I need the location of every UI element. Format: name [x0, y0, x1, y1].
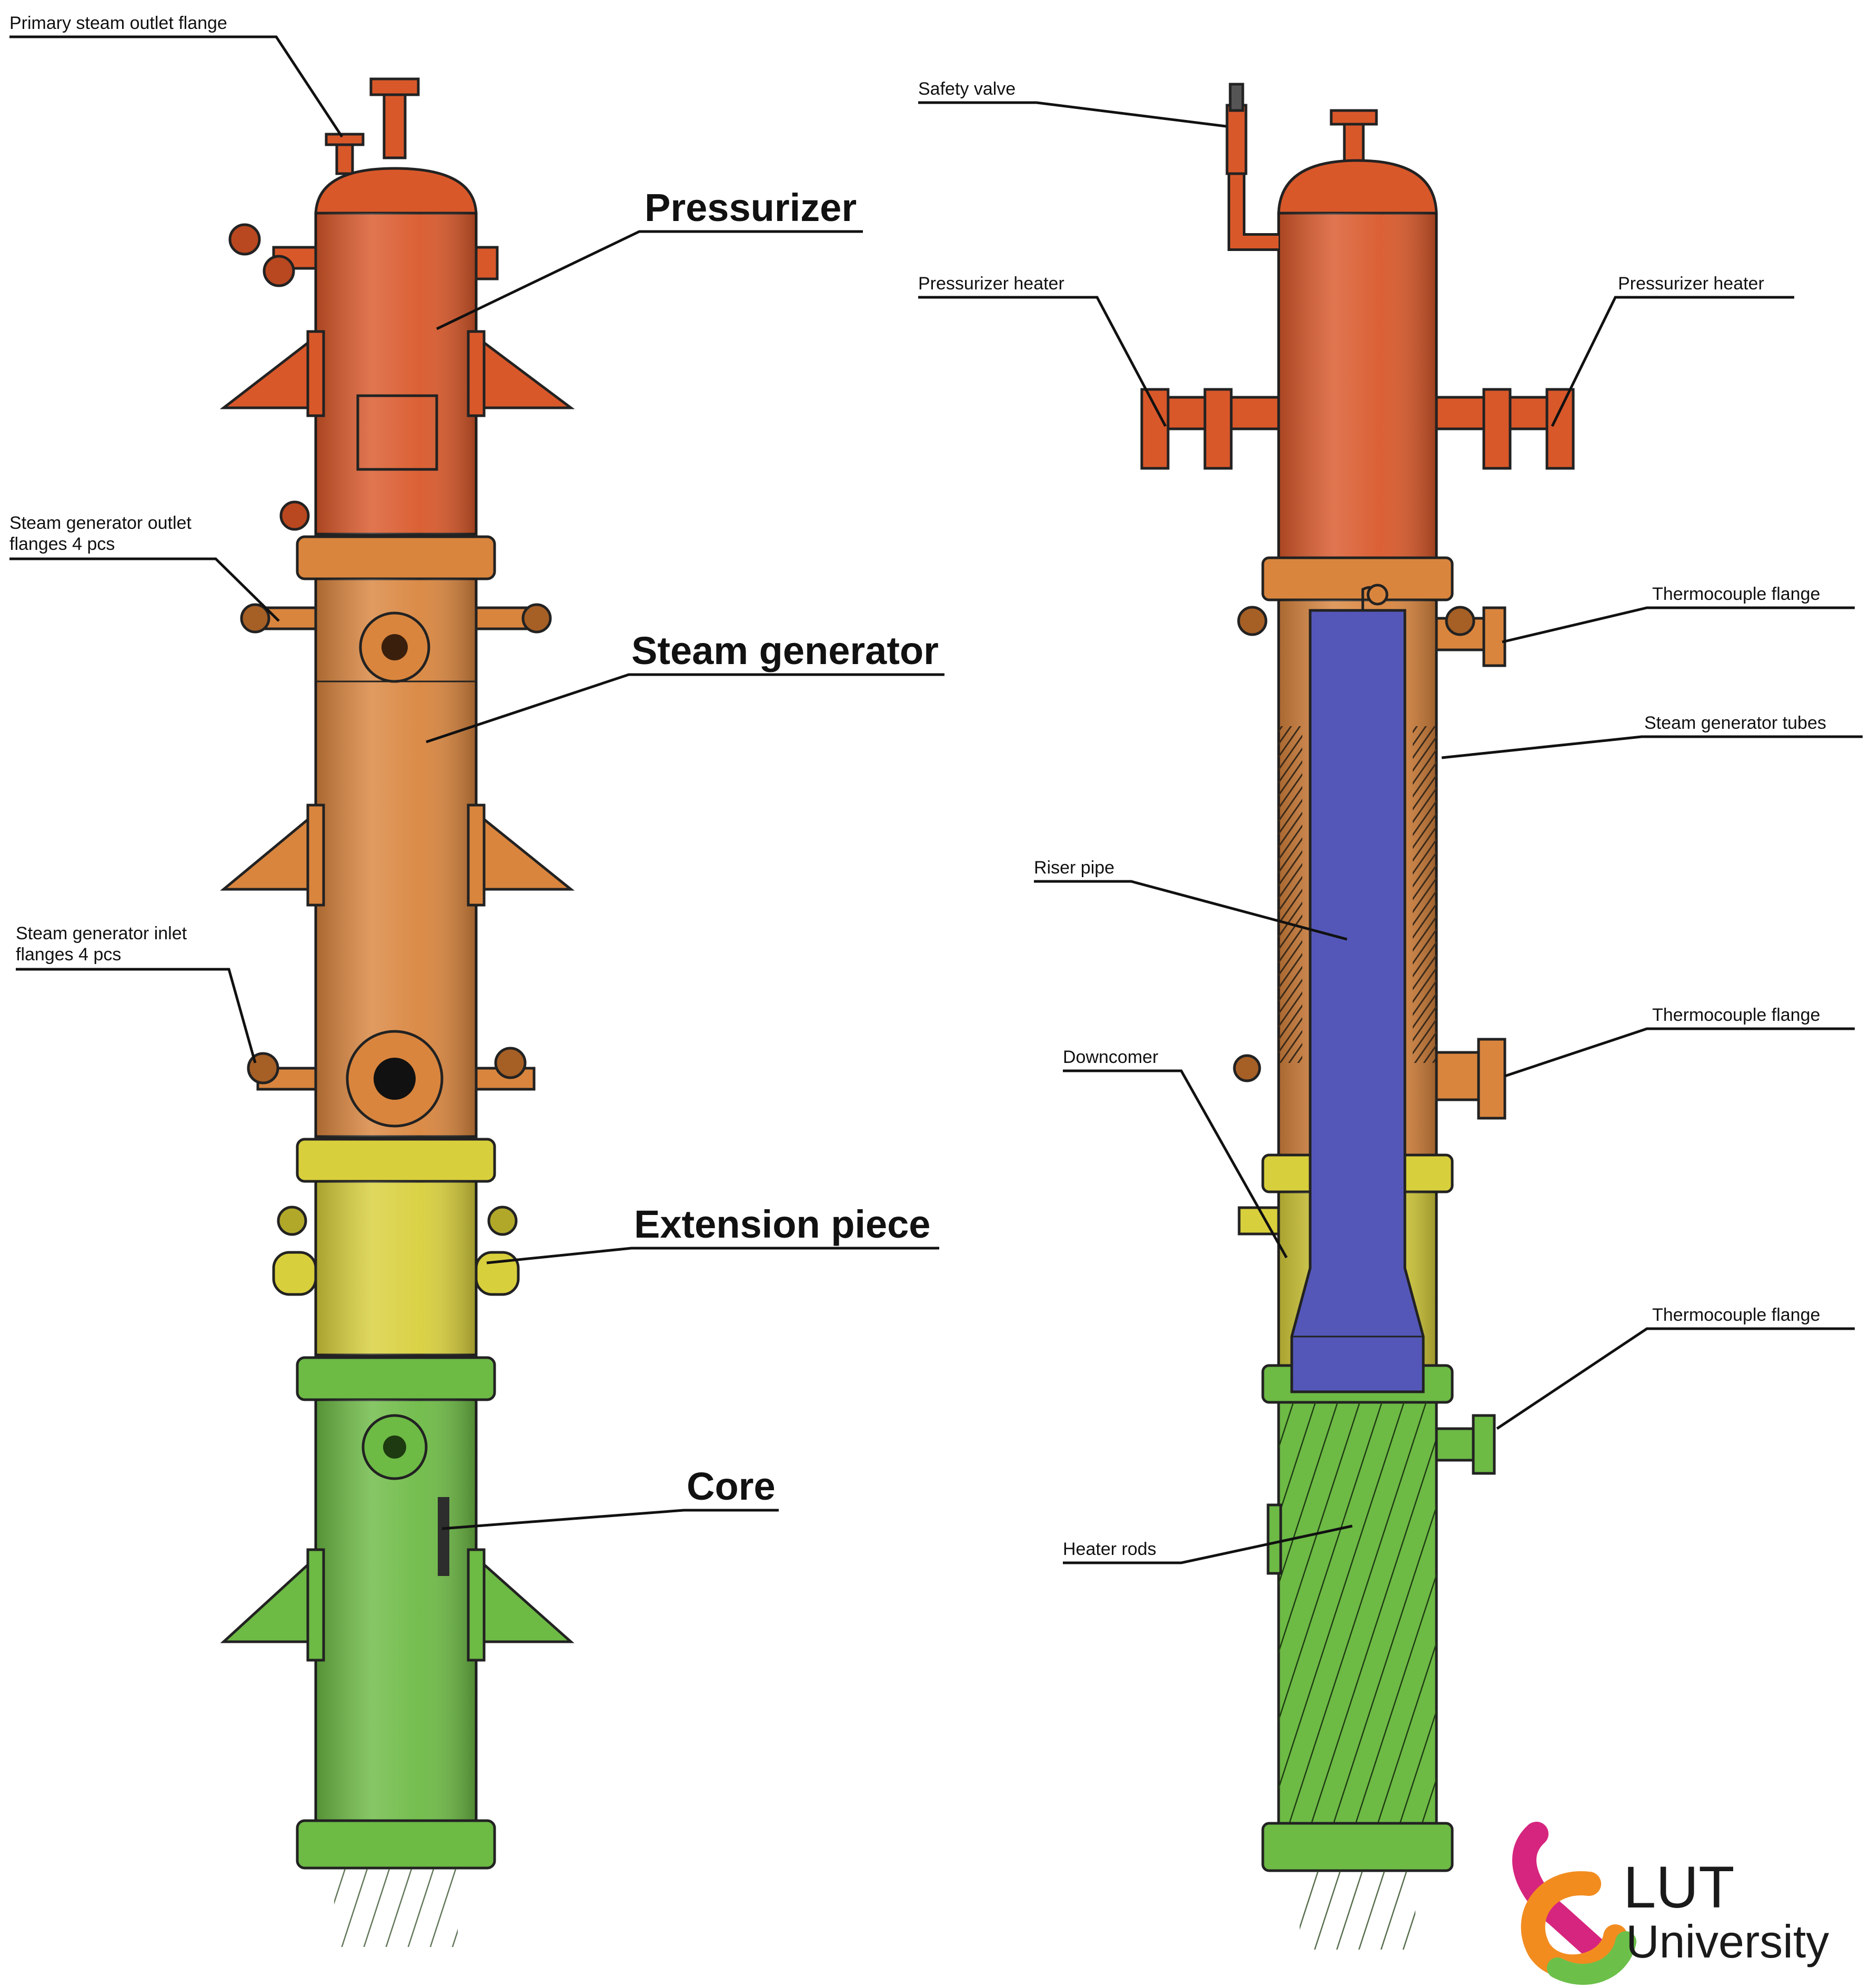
label-riser-pipe: Riser pipe: [1034, 858, 1114, 878]
label-thermocouple-flange-3: Thermocouple flange: [1652, 1305, 1820, 1325]
sg-extension-flange: [296, 1138, 496, 1183]
logo-text-lut: LUT: [1623, 1854, 1735, 1920]
cross-section-vessel-view: [1140, 83, 1575, 1950]
section-riser-pipe: [1290, 584, 1425, 1393]
label-sg-inlet-line2: flanges 4 pcs: [16, 945, 121, 965]
section-core: [1261, 1364, 1496, 1950]
label-primary-steam-outlet: Primary steam outlet flange: [9, 13, 227, 33]
label-sg-outlet-line1: Steam generator outlet: [9, 513, 192, 533]
steam-generator-section: [220, 577, 575, 1138]
label-steam-generator: Steam generator: [631, 629, 939, 672]
label-downcomer: Downcomer: [1063, 1047, 1158, 1067]
pressurizer-section: [219, 77, 575, 536]
label-thermocouple-flange-1: Thermocouple flange: [1652, 584, 1820, 604]
pressurizer-sg-flange: [296, 535, 496, 580]
left-labels: Primary steam outlet flange Pressurizer …: [9, 13, 944, 1530]
lut-university-logo: LUT University: [1512, 1822, 1829, 1985]
section-pressurizer: [1140, 83, 1575, 562]
label-sg-outlet-line2: flanges 4 pcs: [9, 534, 115, 554]
label-pressurizer: Pressurizer: [645, 186, 857, 229]
logo-text-university: University: [1626, 1915, 1829, 1967]
extension-piece-section: [272, 1180, 520, 1357]
right-labels: Safety valve Pressurizer heater Pressuri…: [918, 79, 1863, 1564]
logo-ampersand-symbol: [1512, 1822, 1622, 1975]
label-thermocouple-flange-2: Thermocouple flange: [1652, 1005, 1820, 1025]
extension-core-flange: [296, 1356, 496, 1401]
label-extension-piece: Extension piece: [634, 1202, 930, 1246]
label-core: Core: [687, 1464, 776, 1508]
label-safety-valve: Safety valve: [918, 79, 1016, 99]
label-heater-rods: Heater rods: [1063, 1539, 1157, 1559]
label-sg-tubes: Steam generator tubes: [1644, 713, 1826, 733]
label-pressurizer-heater-right: Pressurizer heater: [1618, 274, 1764, 294]
label-sg-inlet-line1: Steam generator inlet: [16, 923, 187, 943]
label-pressurizer-heater-left: Pressurizer heater: [918, 274, 1064, 294]
core-section: [220, 1398, 575, 1947]
section-steam-generator: [1233, 556, 1506, 1159]
external-vessel-view: [219, 77, 575, 1947]
